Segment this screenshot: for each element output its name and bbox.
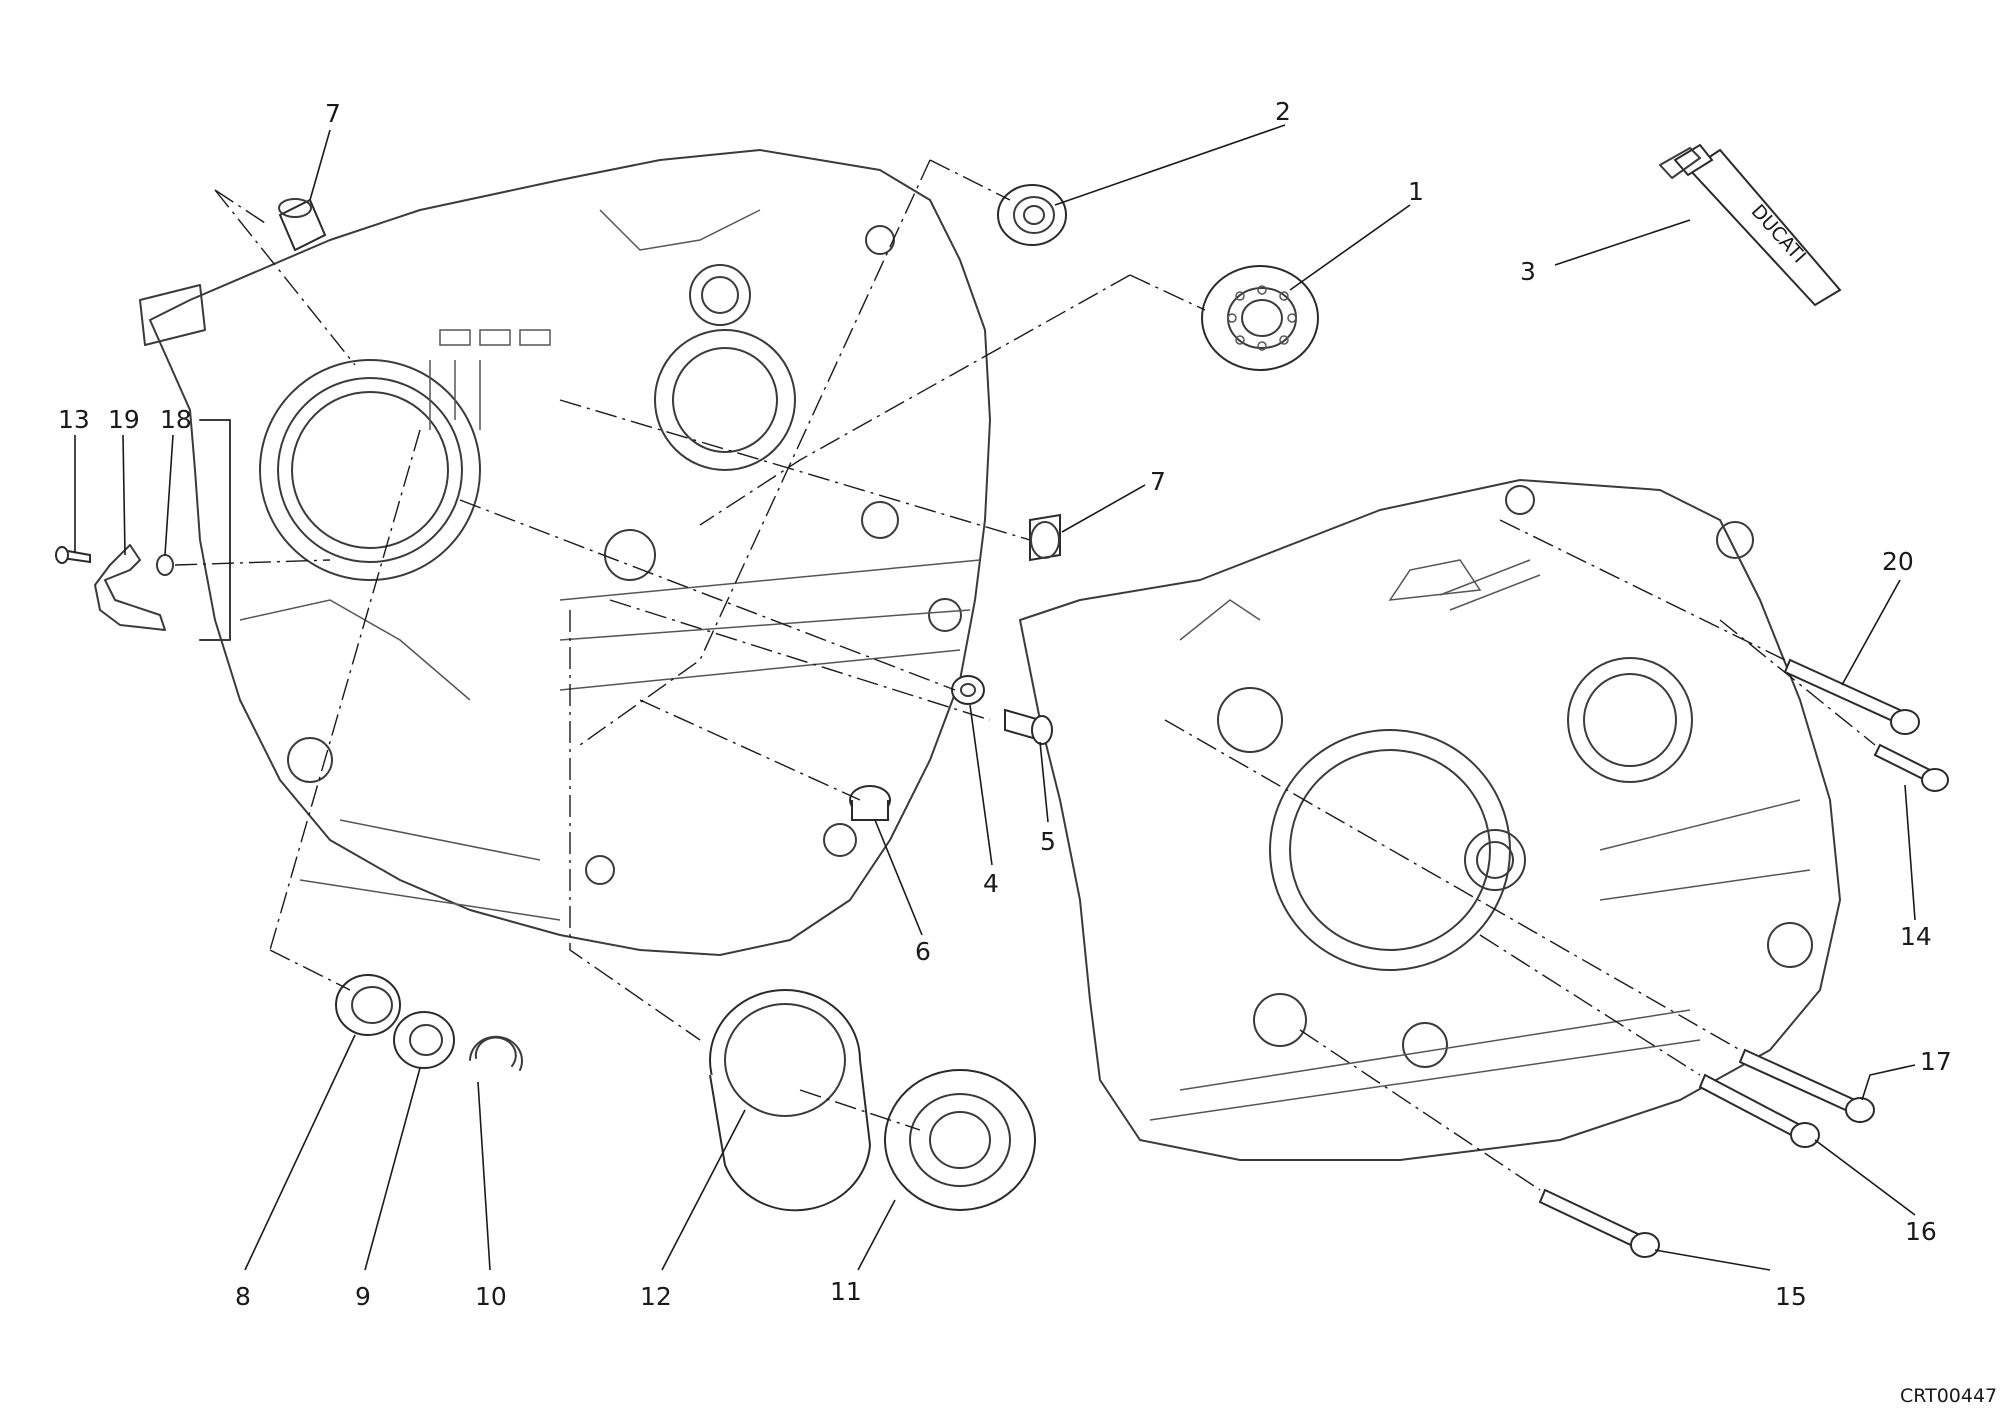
callout-11: 11 — [830, 1277, 862, 1306]
assembly-lines — [174, 159, 1876, 1191]
dowel-7-right — [1029, 513, 1061, 562]
bolt-15 — [1538, 1188, 1660, 1258]
callout-5: 5 — [1040, 827, 1056, 856]
bearing-2 — [997, 184, 1067, 246]
callout-1: 1 — [1408, 177, 1424, 206]
bolt-20 — [1783, 658, 1920, 735]
washer-4 — [951, 675, 985, 705]
callout-13: 13 — [58, 405, 90, 434]
callout-18: 18 — [160, 405, 192, 434]
callout-8: 8 — [235, 1282, 251, 1311]
roller-bearing-11 — [884, 1069, 1036, 1211]
callout-7-right: 7 — [1150, 467, 1166, 496]
callout-9: 9 — [355, 1282, 371, 1311]
bracket-19 — [94, 544, 166, 631]
bolt-17 — [1738, 1048, 1875, 1123]
seal-8 — [335, 974, 401, 1036]
callout-3: 3 — [1520, 257, 1536, 286]
sealant-tube-3: DUCATI — [1659, 143, 1842, 307]
callout-19: 19 — [108, 405, 140, 434]
dowel-7-top — [278, 198, 327, 252]
callout-4: 4 — [983, 869, 999, 898]
left-crankcase-half — [139, 149, 991, 956]
callout-2: 2 — [1275, 97, 1291, 126]
callout-labels: 1 2 3 4 5 6 7 7 8 9 10 11 12 13 14 15 16… — [58, 97, 1952, 1311]
circlip-10 — [469, 1035, 523, 1071]
callout-15: 15 — [1775, 1282, 1807, 1311]
o-ring-18 — [156, 554, 174, 576]
callout-17: 17 — [1920, 1047, 1952, 1076]
callout-20: 20 — [1882, 547, 1914, 576]
leader-lines — [74, 124, 1916, 1271]
callout-6: 6 — [915, 937, 931, 966]
bearing-9 — [393, 1011, 455, 1069]
bolt-16 — [1698, 1073, 1820, 1148]
right-crankcase-half — [1019, 479, 1841, 1161]
screw-5 — [1004, 708, 1053, 745]
callout-16: 16 — [1905, 1217, 1937, 1246]
bolt-14 — [1873, 743, 1949, 792]
callout-12: 12 — [640, 1282, 672, 1311]
bearing-1 — [1201, 265, 1319, 371]
drawing-code: CRT00447 — [1900, 1385, 1997, 1407]
bushing-12 — [709, 989, 872, 1212]
plug-6 — [849, 785, 891, 821]
callout-7-top: 7 — [325, 99, 341, 128]
callout-14: 14 — [1900, 922, 1932, 951]
screw-13 — [55, 546, 91, 564]
callout-10: 10 — [475, 1282, 507, 1311]
